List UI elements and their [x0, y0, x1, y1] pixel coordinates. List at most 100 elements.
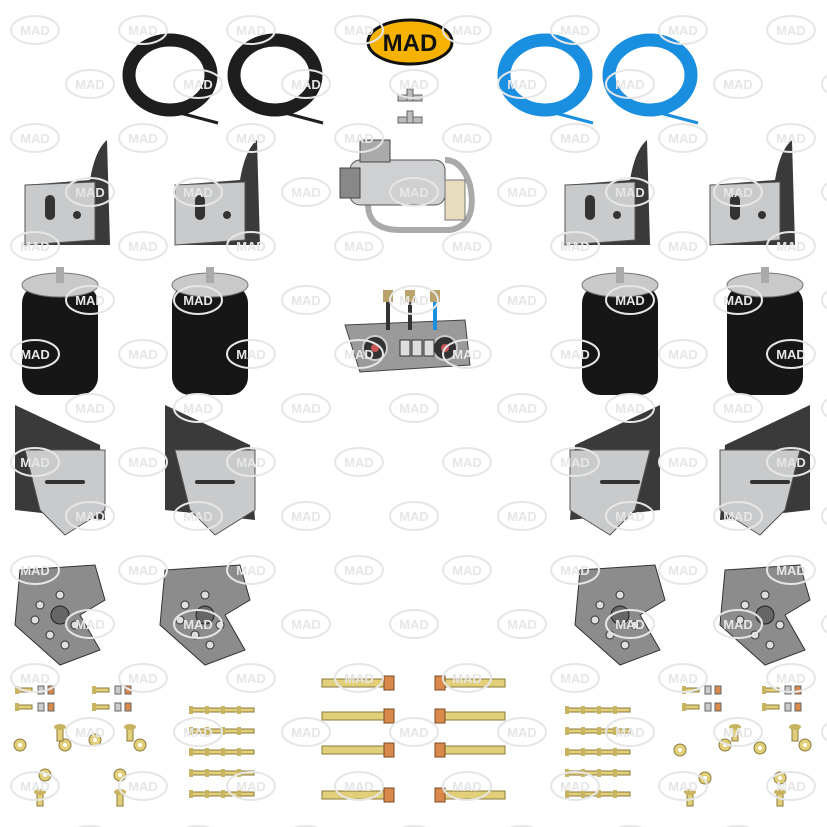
washer [798, 738, 812, 752]
watermark: MAD [118, 339, 168, 369]
nut [784, 702, 792, 712]
watermark-text: MAD [723, 509, 753, 524]
small-bolt [189, 706, 207, 714]
upper-mount-bracket [24, 140, 110, 246]
small-bolt [189, 790, 207, 798]
watermark: MAD [713, 717, 763, 747]
small-bolt [205, 748, 223, 756]
watermark: MAD [442, 771, 492, 801]
small-bolt [597, 790, 615, 798]
washer [58, 738, 72, 752]
watermark: MAD [334, 123, 384, 153]
watermark: MAD [821, 614, 827, 634]
small-bolt [221, 727, 239, 735]
watermark: MAD [10, 555, 60, 585]
washer [88, 733, 102, 747]
watermark-text: MAD [291, 185, 321, 200]
watermark-text: MAD [20, 23, 50, 38]
watermark-text: MAD [668, 239, 698, 254]
watermark-text: MAD [723, 617, 753, 632]
watermark: MAD [658, 231, 708, 261]
small-bolt [237, 748, 255, 756]
small-bolt [613, 706, 631, 714]
watermark-text: MAD [560, 239, 590, 254]
small-bolt [581, 748, 599, 756]
small-bolt [189, 748, 207, 756]
watermark: MAD [766, 339, 816, 369]
watermark: MAD [389, 609, 439, 639]
watermark: MAD [550, 663, 600, 693]
stud-bolt [124, 724, 136, 742]
watermark-text: MAD [183, 293, 213, 308]
watermark: MAD [725, 825, 751, 827]
watermark: MAD [65, 177, 115, 207]
watermark-text: MAD [507, 77, 537, 92]
watermark-text: MAD [236, 455, 266, 470]
small-bolt [189, 769, 207, 777]
watermark: MAD [226, 663, 276, 693]
watermark: MAD [658, 447, 708, 477]
watermark: MAD [118, 555, 168, 585]
watermark-text: MAD [615, 293, 645, 308]
watermark: MAD [281, 69, 331, 99]
watermark: MAD [65, 285, 115, 315]
watermark-text: MAD [344, 563, 374, 578]
watermark-text: MAD [183, 185, 213, 200]
long-bolt [321, 742, 395, 758]
watermark-text: MAD [452, 347, 482, 362]
watermark: MAD [173, 393, 223, 423]
watermark-text: MAD [344, 131, 374, 146]
watermark: MAD [658, 663, 708, 693]
small-bolt [613, 790, 631, 798]
watermark-text: MAD [344, 347, 374, 362]
watermark: MAD [550, 231, 600, 261]
watermark-text: MAD [668, 131, 698, 146]
watermark: MAD [605, 177, 655, 207]
small-bolt [597, 769, 615, 777]
watermark: MAD [442, 663, 492, 693]
watermark: MAD [605, 69, 655, 99]
watermark: MAD [226, 555, 276, 585]
watermark-text: MAD [615, 725, 645, 740]
lower-mount-bracket [15, 405, 106, 536]
watermark: MAD [226, 231, 276, 261]
parts-layer [13, 33, 812, 807]
watermark-text: MAD [668, 23, 698, 38]
watermark-text: MAD [344, 23, 374, 38]
watermark: MAD [389, 285, 439, 315]
watermark: MAD [497, 177, 547, 207]
watermark-text: MAD [291, 401, 321, 416]
watermark: MAD [497, 69, 547, 99]
watermark-text: MAD [615, 617, 645, 632]
air-line-coil [497, 33, 594, 125]
watermark: MAD [713, 285, 763, 315]
watermark-text: MAD [128, 239, 158, 254]
watermark: MAD [226, 771, 276, 801]
small-bolt [15, 703, 33, 711]
watermark: MAD [550, 123, 600, 153]
nut [704, 685, 712, 695]
watermark-text: MAD [615, 401, 645, 416]
upper-mount-bracket [174, 140, 260, 246]
washer [698, 771, 712, 785]
watermark: MAD [65, 609, 115, 639]
watermark-text: MAD [128, 23, 158, 38]
watermark: MAD [509, 825, 535, 827]
small-bolt [597, 748, 615, 756]
watermark-text: MAD [776, 239, 806, 254]
watermark-text: MAD [344, 671, 374, 686]
axle-mount-plate [719, 564, 811, 666]
watermark-text: MAD [236, 347, 266, 362]
watermark-text: MAD [236, 671, 266, 686]
long-bolt [321, 708, 395, 724]
watermark-text: MAD [776, 455, 806, 470]
watermark-text: MAD [183, 725, 213, 740]
watermark-text: MAD [128, 563, 158, 578]
watermark: MAD [389, 501, 439, 531]
watermark-text: MAD [128, 455, 158, 470]
watermark-text: MAD [560, 131, 590, 146]
washer [133, 738, 147, 752]
watermark: MAD [605, 285, 655, 315]
watermark: MAD [10, 663, 60, 693]
